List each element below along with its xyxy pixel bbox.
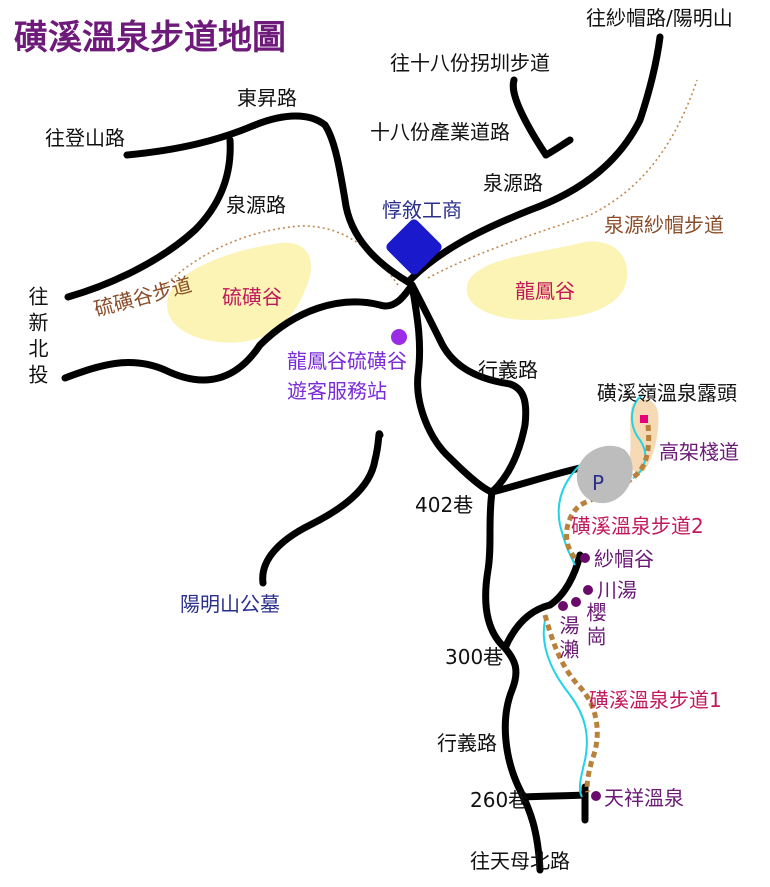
- road-shibafen: [509, 76, 550, 159]
- road-quanyuan-east: [406, 33, 664, 284]
- label-tianxiang-hotspring: 天祥溫泉: [604, 786, 684, 810]
- tang-lai-marker: [558, 601, 568, 611]
- label-to-dengshan-road: 往登山路: [45, 126, 125, 150]
- label-dongsheng-road: 東昇路: [237, 86, 297, 110]
- longfeng-valley-area: [466, 241, 628, 320]
- outcrop-marker: [640, 415, 648, 423]
- shamao-valley-marker: [580, 553, 590, 563]
- label-lane-260: 260巷: [470, 788, 529, 812]
- label-school: 惇敘工商: [382, 198, 462, 222]
- label-liuhuang-valley: 硫磺谷: [222, 285, 282, 309]
- label-lane-402: 402巷: [415, 493, 474, 517]
- label-parking: P: [592, 471, 605, 495]
- label-tang-lai-text: 湯瀨: [556, 615, 580, 663]
- label-longfeng-valley: 龍鳳谷: [515, 279, 575, 303]
- outcrop-area: [629, 399, 659, 474]
- road-dengshan: [123, 112, 412, 286]
- parking-area: [576, 445, 633, 504]
- road-xinbeitou: [61, 281, 416, 384]
- label-to-tianmu-north-road: 往天母北路: [470, 849, 570, 873]
- label-boardwalk: 高架棧道: [659, 440, 739, 464]
- road-shamao-valley: [546, 551, 584, 609]
- school-marker: [386, 219, 442, 275]
- label-xingyi-road-south: 行義路: [437, 731, 497, 755]
- label-shamao-valley: 紗帽谷: [594, 547, 654, 571]
- liuhuang-valley-area: [167, 242, 312, 343]
- label-outcrop: 磺溪嶺溫泉露頭: [597, 381, 737, 405]
- road-xingyi-upper: [408, 281, 530, 496]
- ying-gang-marker: [571, 597, 581, 607]
- trail-2-path: [564, 424, 652, 560]
- tianxiang-hotspring-marker: [591, 791, 601, 801]
- label-ying-gang-text: 櫻崗: [583, 602, 607, 650]
- chuan-tang-marker: [583, 585, 593, 595]
- road-xingyi-main: [482, 488, 544, 874]
- road-shibafen-join: [542, 136, 574, 159]
- label-yangmingshan-cemetery: 陽明山公墓: [180, 592, 280, 616]
- stream-lower: [542, 619, 588, 798]
- road-quanyuan-west: [64, 136, 234, 301]
- label-to-xinbeitou-text: 往新北投: [25, 286, 49, 390]
- label-xingyi-road-north: 行義路: [478, 358, 538, 382]
- label-ying-gang: 櫻崗: [583, 602, 607, 653]
- label-trail-2: 磺溪溫泉步道2: [571, 514, 704, 538]
- road-402: [408, 281, 496, 496]
- label-visitor-center-line1: 龍鳳谷硫磺谷: [287, 349, 407, 373]
- label-shibafen-industrial-road: 十八份產業道路: [370, 120, 510, 144]
- road-cemetery: [259, 430, 384, 587]
- label-tang-lai: 湯瀨: [556, 615, 580, 666]
- label-chuan-tang: 川湯: [597, 578, 637, 602]
- label-trail-1: 磺溪溫泉步道1: [589, 688, 722, 712]
- label-to-xinbeitou: 往新北投: [22, 286, 51, 390]
- label-visitor-center-line2: 遊客服務站: [287, 379, 387, 403]
- road-260: [519, 791, 589, 801]
- label-to-18fen-trail: 往十八份拐圳步道: [390, 51, 550, 75]
- label-quanyuan-shamao-trail: 泉源紗帽步道: [604, 213, 724, 237]
- label-quanyuan-road-west: 泉源路: [226, 193, 286, 217]
- road-402-branch: [488, 464, 584, 496]
- visitor-center-marker: [391, 329, 407, 345]
- label-to-shamao-yangmingshan: 往紗帽路/陽明山: [586, 6, 733, 30]
- map-title: 磺溪溫泉步道地圖: [14, 18, 286, 58]
- label-quanyuan-road-east: 泉源路: [483, 171, 543, 195]
- trail-1-path: [542, 614, 600, 793]
- label-lane-300: 300巷: [445, 645, 504, 669]
- road-300: [501, 601, 554, 652]
